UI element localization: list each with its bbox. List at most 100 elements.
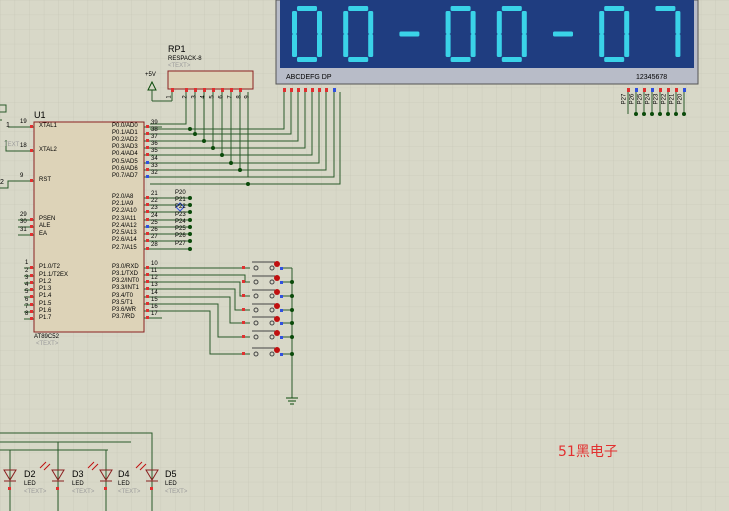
u1-pin-name: P1.3 [39,286,52,292]
led-pin-markers [8,487,153,490]
segment-e [599,34,605,57]
segment-a [450,6,471,11]
probe-marker [175,202,185,212]
u1-pin-name: P1.6 [39,308,52,314]
segment-a [655,6,676,11]
u1-pin-number: 14 [151,290,158,296]
u1-pin-number: 22 [151,198,158,204]
segment-b [317,11,322,34]
led-ref: D2 [24,469,36,479]
net-label: P25 [637,93,644,105]
net-label: P26 [629,93,636,105]
watermark: 51黑电子 [558,444,618,460]
u1-pin-name: P2.0/A8 [112,194,134,200]
rp1-pin-number: 7 [227,95,234,99]
u1-pin-name: P3.4/T0 [112,293,134,299]
segment-e [496,34,502,57]
u1-pin-name: P0.4/AD4 [112,151,138,157]
u1-pin-number: 39 [151,120,158,126]
segment-b [624,11,630,34]
led-text: <TEXT> [118,489,141,495]
u1-pin-name: P2.4/A12 [112,223,137,229]
segment-a [297,6,317,11]
segment-g [553,31,573,37]
led-d1[interactable] [3,469,17,482]
digit-select-label: 12345678 [636,74,667,81]
digit-cell [553,31,573,37]
push-button[interactable] [242,303,283,313]
button-wires [162,267,293,398]
push-buttons[interactable] [242,261,283,357]
seven-segment-display[interactable]: ABCDEFG DP 12345678 [275,0,699,85]
led-value: LED [165,481,177,487]
stub-pin-2: 2 [0,179,4,186]
u1-pin-number: 12 [151,275,158,281]
crystal-reset-wires [0,104,18,189]
u1-pin-number: 24 [151,213,158,219]
digit-cell [445,6,476,62]
u1-pin-number: 37 [151,134,158,140]
u1-pin-name: P2.7/A15 [112,245,137,251]
led-symbols[interactable] [3,469,159,482]
u1-pin-name: P0.5/AD5 [112,159,138,165]
u1-pin-number: 29 [20,212,27,218]
u1-pin-number: 27 [151,234,158,240]
u1-pin-number: 19 [20,119,27,125]
segment-f [445,11,451,34]
push-button[interactable] [242,289,283,299]
u1-pin-number: 35 [151,148,158,154]
push-button[interactable] [242,330,283,340]
segment-bus-junctions [188,127,250,186]
u1-pin-name: P3.5/T1 [112,300,134,306]
u1-pin-number: 16 [151,304,158,310]
led-d3[interactable] [99,469,113,482]
rp1-pullup-wires [150,92,249,177]
net-label: P24 [645,93,652,105]
push-button[interactable] [242,275,283,285]
led-ref: D3 [72,469,84,479]
digit-cell [655,6,681,57]
u1-pin-name: EA [39,231,48,237]
u1-pin-name: P1.7 [39,315,52,321]
led-ref: D5 [165,469,177,479]
led-d2[interactable] [51,469,65,482]
digit-cell [399,31,420,37]
net-label: P22 [175,204,186,210]
u1-pin-name: XTAL2 [39,147,57,153]
segment-c [317,34,322,57]
u1-pin-number: 25 [151,220,158,226]
u1-pin-name: P1.0/T2 [39,264,61,270]
u1-pin-number: 26 [151,227,158,233]
u1-pin-number: 33 [151,163,158,169]
digit-cell [599,6,630,62]
push-button[interactable] [242,316,283,326]
mcu-u1[interactable] [33,121,145,333]
rp1-pin-number: 1 [166,95,173,99]
u1-pin-name: P0.0/AD0 [112,123,138,129]
u1-pin-number: 36 [151,141,158,147]
push-button[interactable] [242,347,283,357]
u1-part: AT89C52 [34,334,59,340]
led-d5[interactable] [145,469,159,482]
rp1-pin-number: 5 [209,95,216,99]
led-text: <TEXT> [24,489,47,495]
u1-right-pin-markers [146,125,149,319]
led-text: <TEXT> [165,489,188,495]
u1-pin-name: P2.1/A9 [112,201,134,207]
u1-pin-number: 18 [20,143,27,149]
segment-b [470,11,476,34]
rp1-ref: RP1 [168,44,186,54]
u1-pin-number: 15 [151,297,158,303]
u1-pin-name: P2.2/A10 [112,208,137,214]
u1-ref: U1 [34,110,46,120]
led-wires [0,432,153,511]
segment-f [496,11,502,34]
u1-pin-number: 11 [151,268,158,274]
net-label: P20 [677,93,684,105]
segment-b [521,11,527,34]
push-button[interactable] [242,261,283,271]
power-symbol [147,80,173,102]
resistor-pack-rp1[interactable] [167,70,254,92]
u1-pin-name: P2.5/A13 [112,230,137,236]
